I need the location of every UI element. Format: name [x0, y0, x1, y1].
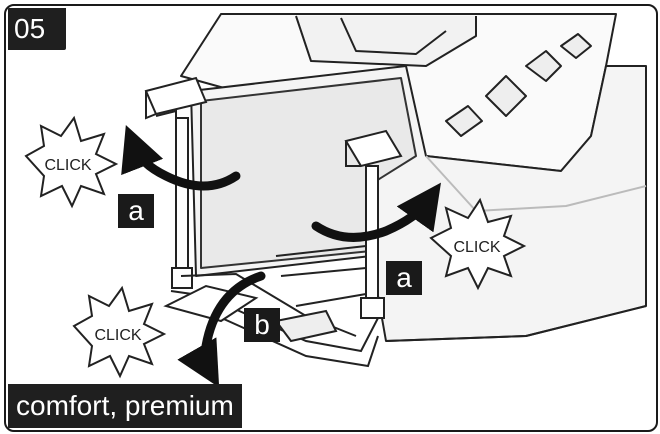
variant-label: comfort, premium: [8, 384, 242, 428]
rotate-arrow-icon: [121, 125, 441, 388]
label-a-left: a: [118, 194, 154, 228]
bottom-frame: [170, 245, 379, 368]
grass-bag-illustration: CLICK CLICK CLICK: [24, 13, 647, 388]
step-number: 05: [8, 8, 66, 50]
click-burst-icon: [24, 115, 527, 379]
left-rod: [144, 76, 208, 289]
click-text-bottom: CLICK: [94, 327, 141, 344]
click-text-left: CLICK: [44, 157, 91, 174]
click-text-right: CLICK: [453, 239, 500, 256]
label-b: b: [244, 308, 280, 342]
label-a-right: a: [386, 261, 422, 295]
instruction-panel: CLICK CLICK CLICK 05 a a b comfort, prem…: [4, 4, 658, 432]
